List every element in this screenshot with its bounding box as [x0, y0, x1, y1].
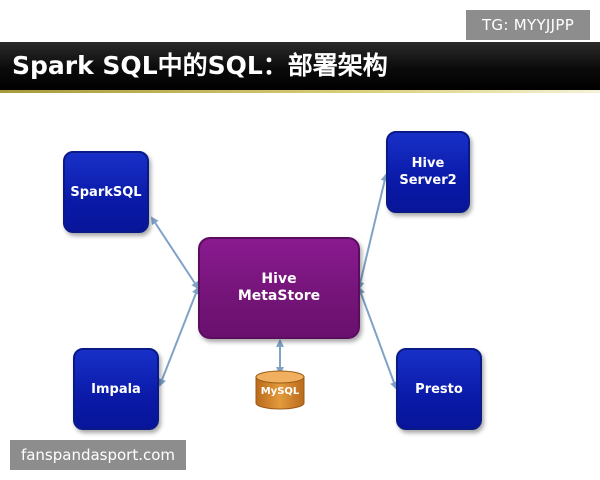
node-hive-metastore-label-line1: Hive — [261, 271, 297, 287]
node-impala: Impala — [73, 348, 159, 430]
node-hive-server2-label-line2: Server2 — [399, 173, 457, 188]
edge-presto-metastore — [357, 286, 398, 390]
edge-hiveserver2-metastore — [356, 173, 389, 290]
node-sparksql-label: SparkSQL — [70, 184, 142, 200]
node-hive-server2: Hive Server2 — [386, 131, 470, 213]
node-presto-label: Presto — [415, 381, 463, 397]
title-underline — [0, 90, 600, 93]
node-hive-metastore: Hive MetaStore — [198, 237, 360, 339]
node-hive-metastore-label-line2: MetaStore — [237, 288, 321, 304]
node-sparksql: SparkSQL — [63, 151, 149, 233]
watermark-bottom: fanspandasport.com — [10, 440, 186, 470]
mysql-label: MySQL — [260, 386, 300, 397]
node-hive-server2-label-line1: Hive — [411, 156, 445, 171]
watermark-top: TG: MYYJJPP — [466, 10, 590, 40]
slide-title: Spark SQL中的SQL：部署架构 — [0, 42, 600, 90]
node-impala-label: Impala — [91, 381, 141, 397]
node-presto: Presto — [396, 348, 482, 430]
mysql-database-icon — [255, 370, 305, 410]
edge-sparksql-metastore — [150, 216, 200, 290]
edge-impala-metastore — [158, 286, 200, 387]
